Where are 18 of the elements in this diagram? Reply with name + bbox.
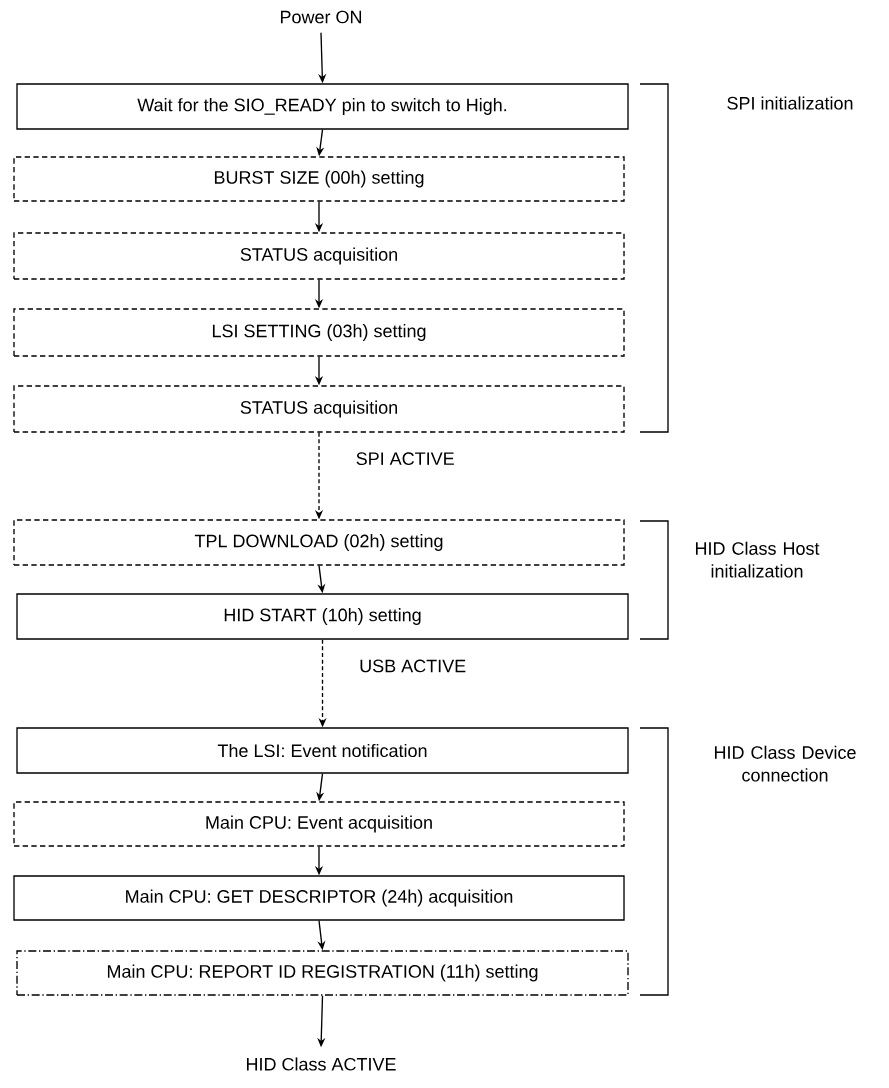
edge-label: USB ACTIVE [357,658,468,674]
process-box: TPL DOWNLOAD (02h) setting [13,519,625,566]
state-text: Power ON [281,10,362,24]
section-label: HID Class Device connection [715,745,856,782]
process-box: Main CPU: REPORT ID REGISTRATION (11h) setting [16,950,629,996]
process-box: BURST SIZE (00h) setting [13,156,625,202]
process-box: The LSI: Event notification [16,727,629,774]
section-label: HID Class Host initialization [696,541,820,578]
state-text: HID Class ACTIVE [247,1057,396,1071]
process-box: Main CPU: Event acquisition [13,801,625,847]
section-label: SPI initialization [727,96,853,110]
process-box: STATUS acquisition [13,232,625,280]
process-box: HID START (10h) setting [16,593,629,640]
process-box: Wait for the SIO_READY pin to switch to High. [16,83,629,130]
process-box: STATUS acquisition [13,385,625,433]
process-box: LSI SETTING (03h) setting [13,308,625,357]
edge-label: SPI ACTIVE [354,450,457,467]
process-box: Main CPU: GET DESCRIPTOR (24h) acquisition [13,875,625,921]
